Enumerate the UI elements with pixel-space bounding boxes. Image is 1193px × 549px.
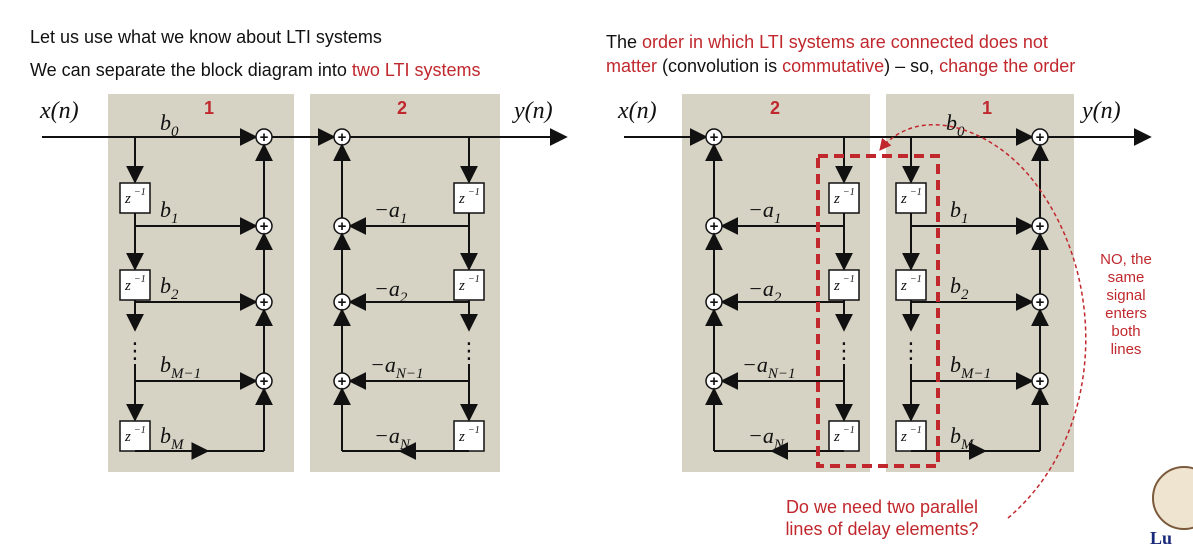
highlight-dashed-box [816,154,940,468]
delay-label: z [124,429,131,445]
note-same-signal: NO, the same signal enters both lines [1100,251,1152,358]
delay-label: z [833,191,840,207]
adder-plus-sign: + [260,373,269,390]
delay-exponent: −1 [468,187,480,198]
delay-block [828,182,860,214]
vertical-ellipsis: ⋮ [833,338,855,363]
delay-exponent: −1 [910,425,922,436]
delay-label: z [900,191,907,207]
adder-plus-sign: + [1036,373,1045,390]
delay-exponent: −1 [134,274,146,285]
system-number-2: 2 [770,98,780,118]
delay-label: z [900,429,907,445]
delay-label: z [458,429,465,445]
adder-plus-sign: + [260,218,269,235]
adder-plus-sign: + [1036,218,1045,235]
vertical-ellipsis: ⋮ [900,338,922,363]
adder-plus-sign: + [338,129,347,146]
delay-exponent: −1 [843,274,855,285]
delay-label: z [124,278,131,294]
question-parallel-delays: Do we need two parallel lines of delay e… [785,497,979,539]
left-heading-line-1: Let us use what we know about LTI system… [30,27,382,47]
adder-plus-sign: + [338,294,347,311]
delay-block [828,269,860,301]
delay-block [453,182,485,214]
delay-exponent: −1 [134,187,146,198]
left-heading-line-2: We can separate the block diagram into t… [30,60,481,80]
adder-plus-sign: + [260,129,269,146]
adder-plus-sign: + [710,129,719,146]
right-heading-line-2: matter (convolution is commutative) – so… [606,56,1076,76]
delay-exponent: −1 [468,425,480,436]
delay-exponent: −1 [910,187,922,198]
delay-block [828,420,860,452]
delay-label: z [124,191,131,207]
delay-label: z [833,429,840,445]
delay-exponent: −1 [843,187,855,198]
vertical-ellipsis: ⋮ [124,338,146,363]
output-label-y: y(n) [1080,98,1121,124]
adder-plus-sign: + [260,294,269,311]
delay-exponent: −1 [843,425,855,436]
annotation-arrow [879,124,1087,519]
vertical-ellipsis: ⋮ [458,338,480,363]
input-label-x: x(n) [39,98,79,124]
delay-label: z [458,278,465,294]
adder-plus-sign: + [710,294,719,311]
adder-plus-sign: + [1036,294,1045,311]
output-label-y: y(n) [512,98,553,124]
system-number-2: 2 [397,98,407,118]
system-number-1: 1 [982,98,992,118]
delay-label: z [833,278,840,294]
right-heading-line-1: The order in which LTI systems are conne… [606,32,1048,52]
delay-exponent: −1 [134,425,146,436]
delay-exponent: −1 [910,274,922,285]
adder-plus-sign: + [710,218,719,235]
system-number-1: 1 [204,98,214,118]
adder-plus-sign: + [338,218,347,235]
delay-exponent: −1 [468,274,480,285]
adder-plus-sign: + [710,373,719,390]
delay-label: z [458,191,465,207]
delay-block [895,269,927,301]
university-logo-text: Lu [1150,528,1173,548]
delay-label: z [900,278,907,294]
input-label-x: x(n) [617,98,657,124]
adder-plus-sign: + [1036,129,1045,146]
adder-plus-sign: + [338,373,347,390]
